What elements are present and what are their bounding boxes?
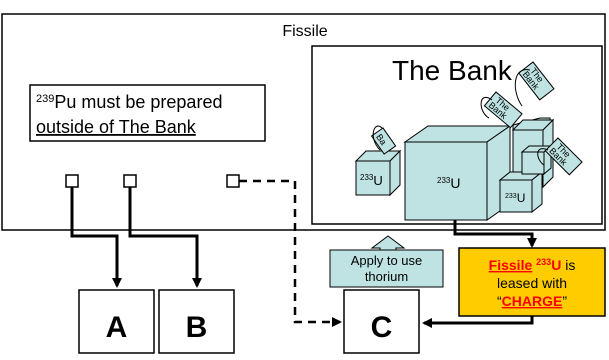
apply-line2: thorium xyxy=(365,269,408,284)
tag-string-1 xyxy=(480,97,493,119)
connector-b xyxy=(128,187,202,288)
lease-line3: “CHARGE” xyxy=(497,293,567,309)
apply-up-arrow xyxy=(370,235,406,251)
connector-a xyxy=(70,187,122,288)
cube-right-1-side xyxy=(531,170,543,214)
node-b-label: B xyxy=(186,311,208,344)
lease-line2: leased with xyxy=(497,275,567,291)
node-b[interactable] xyxy=(158,289,235,354)
bank-to-lease-arrow xyxy=(453,220,537,248)
tag-string-2 xyxy=(514,69,531,107)
lease-line1: Fissile 233U is xyxy=(489,257,576,273)
cube-small-left-side xyxy=(389,149,401,197)
pu-note-line1: 239Pu must be prepared xyxy=(36,92,222,112)
tag-string-3 xyxy=(537,148,549,166)
connector-c-dashed xyxy=(239,179,342,327)
cube-small-left-label: 233U xyxy=(360,173,383,188)
node-a-label: A xyxy=(106,311,128,344)
pu-note-line2: outside of The Bank xyxy=(36,117,197,137)
pu-note-box xyxy=(29,84,266,142)
bank-tags: The Bank The Bank The Bank Ba xyxy=(370,61,583,176)
port-b[interactable] xyxy=(123,174,137,188)
tag-string-4 xyxy=(372,125,383,151)
apply-box xyxy=(329,249,444,288)
cube-big-front xyxy=(404,141,488,221)
bank-tag-2: The Bank xyxy=(518,61,555,101)
lease-to-c-arrow xyxy=(422,316,534,328)
bank-title: The Bank xyxy=(392,55,513,86)
cube-right-1-label: 233U xyxy=(505,191,525,205)
cube-right-2-front xyxy=(521,151,545,175)
bank-tag-partial: Ba xyxy=(370,127,397,155)
node-a[interactable] xyxy=(78,289,155,354)
fissile-label: Fissile xyxy=(282,23,327,40)
lease-box xyxy=(458,247,606,317)
port-a[interactable] xyxy=(65,174,79,188)
apply-line1: Apply to use xyxy=(351,253,423,268)
node-c[interactable] xyxy=(343,289,420,354)
node-c-label: C xyxy=(371,311,393,344)
port-c[interactable] xyxy=(226,174,240,188)
cube-big-label: 233U xyxy=(437,175,460,191)
